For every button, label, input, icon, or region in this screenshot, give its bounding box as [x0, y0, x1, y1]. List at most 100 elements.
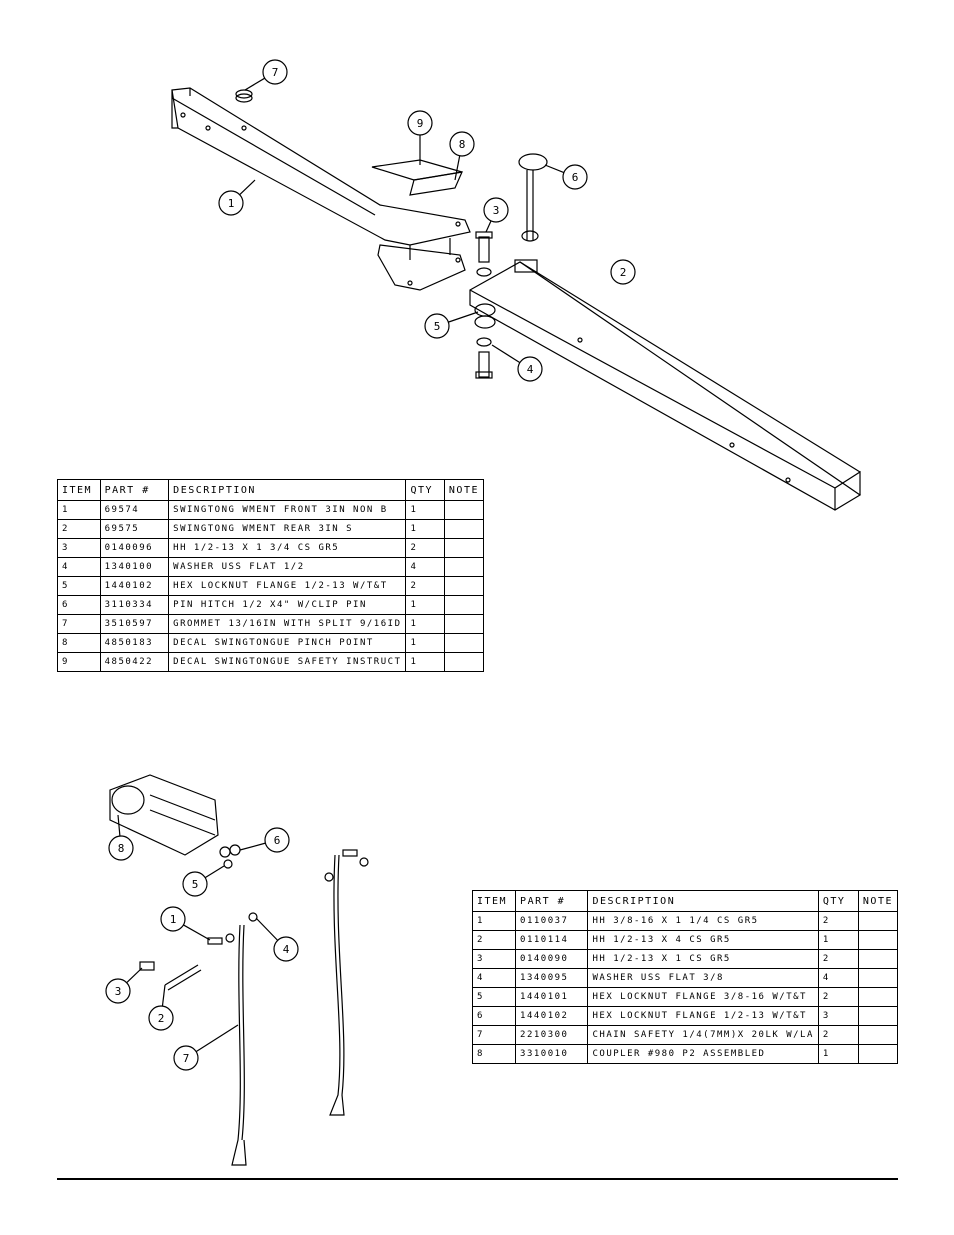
- part-number-cell: 0110114: [515, 930, 589, 950]
- note-cell: [443, 595, 485, 615]
- callout-number: 2: [158, 1012, 165, 1025]
- qty-cell: 1: [405, 652, 445, 672]
- part-number-cell: 1440102: [99, 576, 170, 596]
- balloon-circle: [262, 59, 288, 85]
- part-number-cell: 3510597: [99, 614, 170, 634]
- callout-balloon: 1: [160, 906, 211, 941]
- part-number-cell: 2210300: [515, 1025, 589, 1045]
- callout-number: 8: [118, 842, 125, 855]
- col-item: ITEM: [57, 479, 101, 501]
- item-cell: 7: [471, 1025, 517, 1045]
- callout-balloon: 6: [544, 164, 588, 190]
- qty-cell: 2: [405, 538, 445, 558]
- leader-line: [239, 179, 256, 196]
- description-cell: COUPLER #980 P2 ASSEMBLED: [587, 1044, 819, 1064]
- callout-number: 4: [527, 363, 534, 376]
- callout-number: 6: [572, 171, 579, 184]
- leader-line: [117, 814, 121, 837]
- callout-balloon: 4: [255, 917, 299, 962]
- part-number-cell: 69575: [99, 519, 170, 539]
- hardware-drawing: [474, 153, 548, 379]
- item-cell: 2: [57, 519, 101, 539]
- qty-cell: 1: [405, 500, 445, 520]
- col-note: NOTE: [443, 479, 485, 501]
- item-cell: 5: [471, 987, 517, 1007]
- balloon-circle: [264, 827, 290, 853]
- item-cell: 8: [57, 633, 101, 653]
- callout-balloon: 2: [610, 259, 636, 285]
- leader-line: [183, 924, 211, 941]
- balloon-circle: [273, 936, 299, 962]
- qty-cell: 2: [817, 949, 859, 969]
- leader-line: [161, 984, 166, 1007]
- page-footer-rule: [57, 1178, 898, 1180]
- note-cell: [857, 1006, 899, 1026]
- note-cell: [443, 652, 485, 672]
- item-cell: 4: [471, 968, 517, 988]
- note-cell: [443, 519, 485, 539]
- description-cell: WASHER USS FLAT 1/2: [168, 557, 407, 577]
- note-cell: [443, 500, 485, 520]
- callout-number: 8: [459, 138, 466, 151]
- callout-balloon: 7: [173, 1024, 239, 1071]
- callout-number: 4: [283, 943, 290, 956]
- item-cell: 6: [57, 595, 101, 615]
- part-number-cell: 0110037: [515, 911, 589, 931]
- note-cell: [857, 930, 899, 950]
- description-cell: HH 1/2-13 X 1 3/4 CS GR5: [168, 538, 407, 558]
- note-cell: [443, 633, 485, 653]
- item-cell: 8: [471, 1044, 517, 1064]
- item-cell: 2: [471, 930, 517, 950]
- balloon-circle: [517, 356, 543, 382]
- leader-line: [485, 220, 492, 233]
- balloon-circle: [424, 313, 450, 339]
- note-cell: [443, 538, 485, 558]
- balloon-circle: [483, 197, 509, 223]
- qty-cell: 2: [817, 987, 859, 1007]
- qty-cell: 4: [817, 968, 859, 988]
- front-tongue-drawing: [171, 87, 471, 291]
- description-cell: HH 3/8-16 X 1 1/4 CS GR5: [587, 911, 819, 931]
- balloon-circle: [148, 1005, 174, 1031]
- callout-number: 9: [417, 117, 424, 130]
- callout-balloon: 4: [491, 344, 543, 382]
- qty-cell: 2: [817, 1025, 859, 1045]
- callout-balloon: 6: [239, 827, 290, 853]
- item-cell: 7: [57, 614, 101, 634]
- note-cell: [857, 968, 899, 988]
- part-number-cell: 4850183: [99, 633, 170, 653]
- description-cell: HEX LOCKNUT FLANGE 3/8-16 W/T&T: [587, 987, 819, 1007]
- item-cell: 1: [57, 500, 101, 520]
- balloon-circle: [173, 1045, 199, 1071]
- qty-cell: 1: [817, 1044, 859, 1064]
- col-description: DESCRIPTION: [587, 890, 819, 912]
- callout-number: 1: [170, 913, 177, 926]
- leader-line: [491, 344, 521, 364]
- note-cell: [857, 1044, 899, 1064]
- note-cell: [443, 557, 485, 577]
- qty-cell: 1: [405, 595, 445, 615]
- note-cell: [443, 576, 485, 596]
- leader-line: [126, 967, 143, 984]
- description-cell: HH 1/2-13 X 4 CS GR5: [587, 930, 819, 950]
- leader-line: [454, 155, 461, 181]
- leader-line: [448, 311, 479, 323]
- balloon-circle: [160, 906, 186, 932]
- item-cell: 6: [471, 1006, 517, 1026]
- leader-line: [244, 77, 266, 91]
- qty-cell: 2: [405, 576, 445, 596]
- balloon-circle: [610, 259, 636, 285]
- qty-cell: 1: [405, 633, 445, 653]
- col-qty: QTY: [405, 479, 445, 501]
- note-cell: [857, 911, 899, 931]
- callout-balloon: 3: [483, 197, 509, 233]
